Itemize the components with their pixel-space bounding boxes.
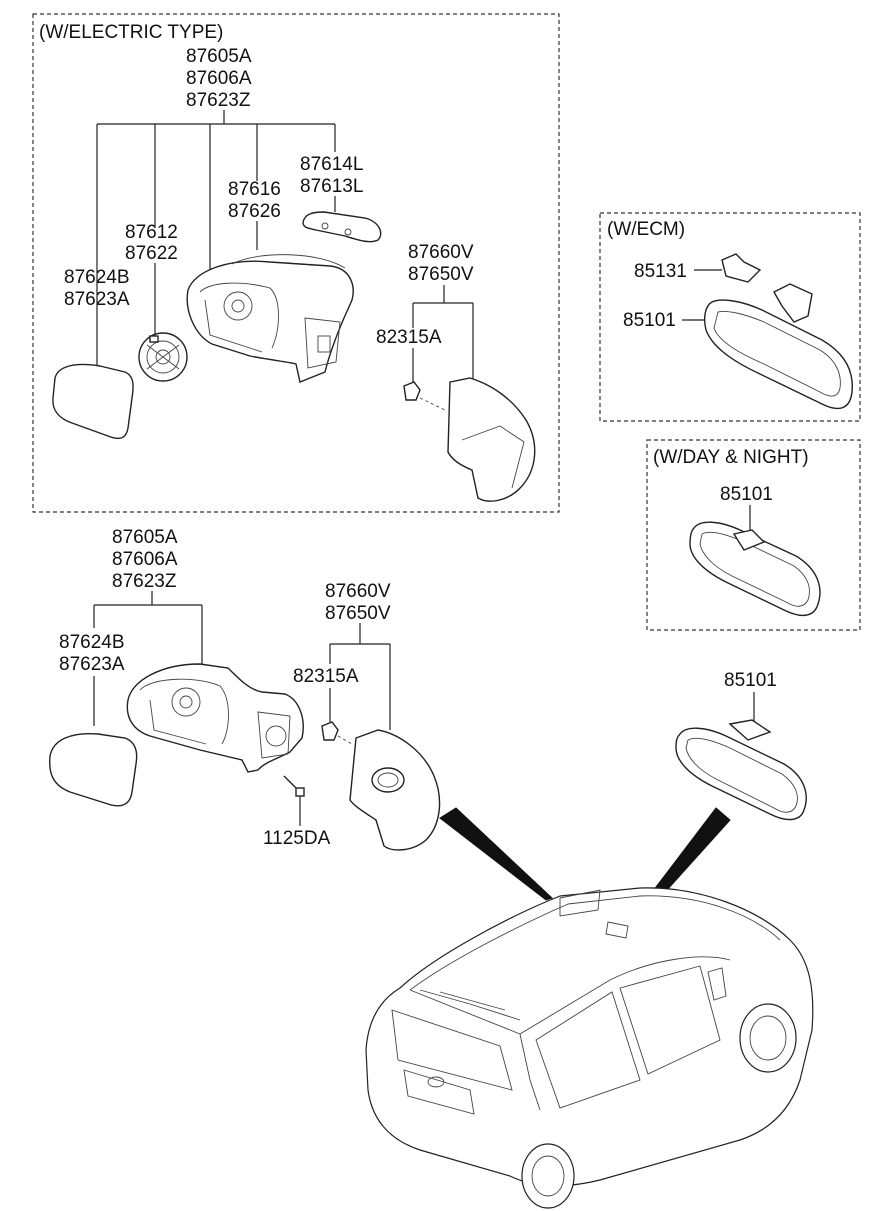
label-manual-screw: 1125DA	[263, 828, 331, 849]
label-manual-assy-2: 87606A	[112, 549, 178, 570]
electric-clip	[403, 381, 446, 411]
manual-garnish	[349, 729, 441, 851]
label-electric-assy-3: 87623Z	[186, 90, 251, 111]
electric-mirror-glass	[52, 363, 134, 440]
label-electric-garnish-1: 87660V	[408, 242, 474, 263]
manual-leader-lines	[93, 591, 391, 826]
label-manual-glass-1: 87624B	[59, 632, 125, 653]
label-electric-housing-2: 87626	[228, 201, 281, 222]
label-manual-garnish-1: 87660V	[325, 581, 391, 602]
electric-garnish	[447, 377, 536, 502]
manual-screw	[283, 775, 305, 797]
manual-mirror-housing	[126, 663, 304, 773]
ecm-cover-part	[721, 253, 813, 323]
label-manual-glass-2: 87623A	[59, 654, 125, 675]
label-ecm-mirror: 85101	[623, 310, 676, 331]
electric-leader-lines	[96, 110, 474, 383]
day-night-group-box	[646, 439, 861, 631]
manual-clip	[321, 721, 353, 745]
electric-side-repeater-cover	[302, 211, 382, 243]
pointer-wedge-outside-mirror	[439, 807, 553, 901]
day-night-group-title: (W/DAY & NIGHT)	[653, 447, 809, 468]
label-inside-mirror: 85101	[724, 670, 777, 691]
label-manual-garnish-2: 87650V	[325, 603, 391, 624]
electric-actuator-motor	[138, 332, 188, 382]
inside-rearview-mirror	[675, 719, 807, 821]
car-illustration	[365, 887, 814, 1209]
label-ecm-cover: 85131	[634, 261, 687, 282]
label-electric-housing-1: 87616	[228, 179, 281, 200]
day-night-rearview-mirror	[689, 521, 821, 617]
label-electric-garnish-2: 87650V	[408, 264, 474, 285]
electric-type-group-title: (W/ELECTRIC TYPE)	[39, 22, 223, 43]
ecm-rearview-mirror	[703, 299, 853, 410]
label-day-night-mirror: 85101	[720, 484, 773, 505]
label-electric-cover-1: 87614L	[300, 154, 363, 175]
label-electric-assy-2: 87606A	[186, 68, 252, 89]
electric-mirror-housing	[186, 254, 354, 383]
label-electric-cover-2: 87613L	[300, 176, 363, 197]
electric-type-group-box	[32, 13, 560, 513]
label-manual-assy-3: 87623Z	[112, 571, 177, 592]
ecm-group-box	[599, 212, 861, 422]
label-electric-assy-1: 87605A	[186, 46, 252, 67]
manual-mirror-glass	[48, 733, 138, 807]
label-electric-clip: 82315A	[376, 327, 442, 348]
label-electric-actuator-1: 87612	[125, 222, 178, 243]
label-manual-assy-1: 87605A	[112, 527, 178, 548]
label-electric-actuator-2: 87622	[125, 243, 178, 264]
label-manual-clip: 82315A	[293, 666, 359, 687]
ecm-group-title: (W/ECM)	[607, 219, 685, 240]
